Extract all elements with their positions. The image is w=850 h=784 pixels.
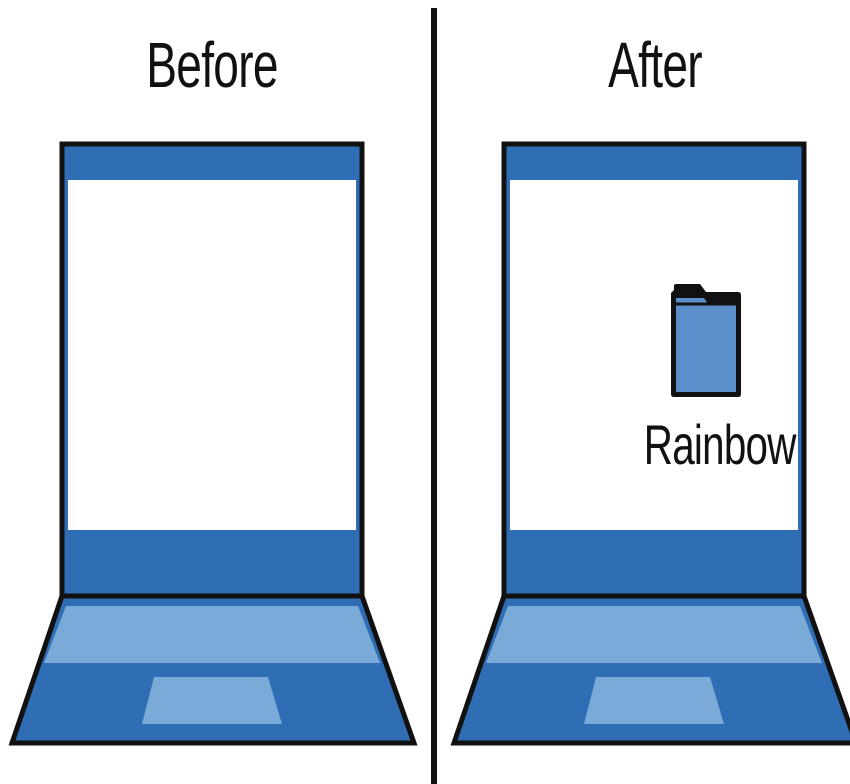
panel-divider [431,8,437,784]
laptop-screen [510,180,798,530]
laptop-trackpad [142,677,282,724]
laptop-trackpad [584,677,724,724]
after-title: After [547,28,763,102]
folder-label[interactable]: Rainbow [644,412,766,477]
before-title: Before [104,28,320,102]
laptop-screen [68,180,356,530]
folder-icon[interactable] [671,284,741,397]
before-laptop [8,140,420,754]
laptop-keyboard [486,606,822,663]
laptop-keyboard [44,606,380,663]
